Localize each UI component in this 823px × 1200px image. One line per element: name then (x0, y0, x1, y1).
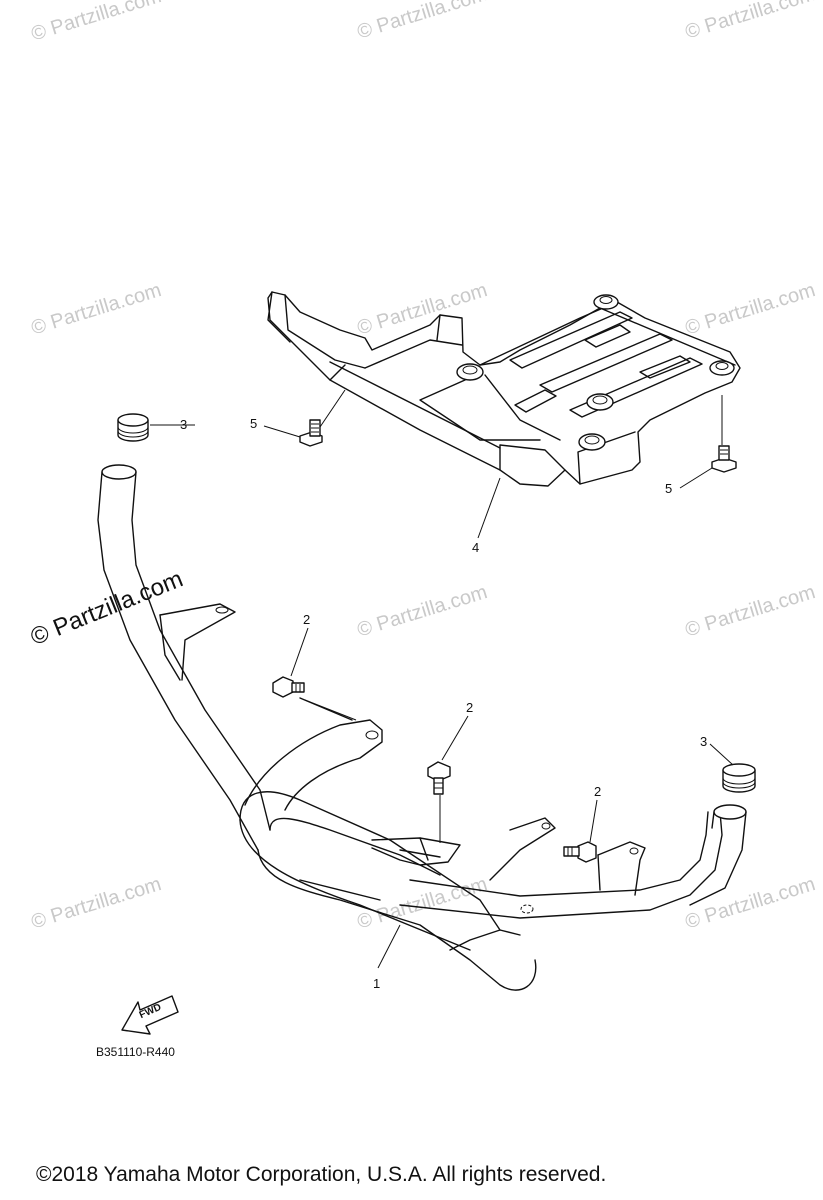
callout-skid-plate: 4 (472, 540, 480, 555)
callout-bolt-c: 2 (594, 784, 602, 799)
callout-cap-left: 3 (180, 417, 188, 432)
end-cap-right (722, 763, 756, 793)
forward-arrow-icon (121, 995, 179, 1035)
screw-right (711, 445, 737, 473)
leader-line (679, 467, 713, 489)
callout-bolt-a: 2 (303, 612, 311, 627)
leader-line (304, 699, 357, 721)
screw-left (299, 419, 323, 447)
leader-line (477, 477, 501, 539)
guard-pipe (97, 464, 747, 991)
leader-line (290, 627, 309, 677)
leader-line (317, 389, 346, 431)
leader-line (441, 715, 469, 761)
bolt-b (427, 761, 451, 795)
callout-screw-right: 5 (665, 481, 673, 496)
bolt-c (563, 841, 597, 863)
leader-line (377, 924, 401, 969)
bolt-a (272, 676, 305, 698)
leader-line (589, 799, 598, 843)
leader-line (709, 743, 734, 766)
skid-plate (267, 291, 741, 487)
diagram-code: B351110-R440 (96, 1045, 175, 1059)
copyright-notice: ©2018 Yamaha Motor Corporation, U.S.A. A… (36, 1163, 607, 1186)
callout-guard-pipe: 1 (373, 976, 381, 991)
callout-bolt-b: 2 (466, 700, 474, 715)
callout-cap-right: 3 (700, 734, 708, 749)
leader-line (263, 425, 301, 438)
end-cap-left (117, 413, 149, 442)
callout-screw-left: 5 (250, 416, 258, 431)
